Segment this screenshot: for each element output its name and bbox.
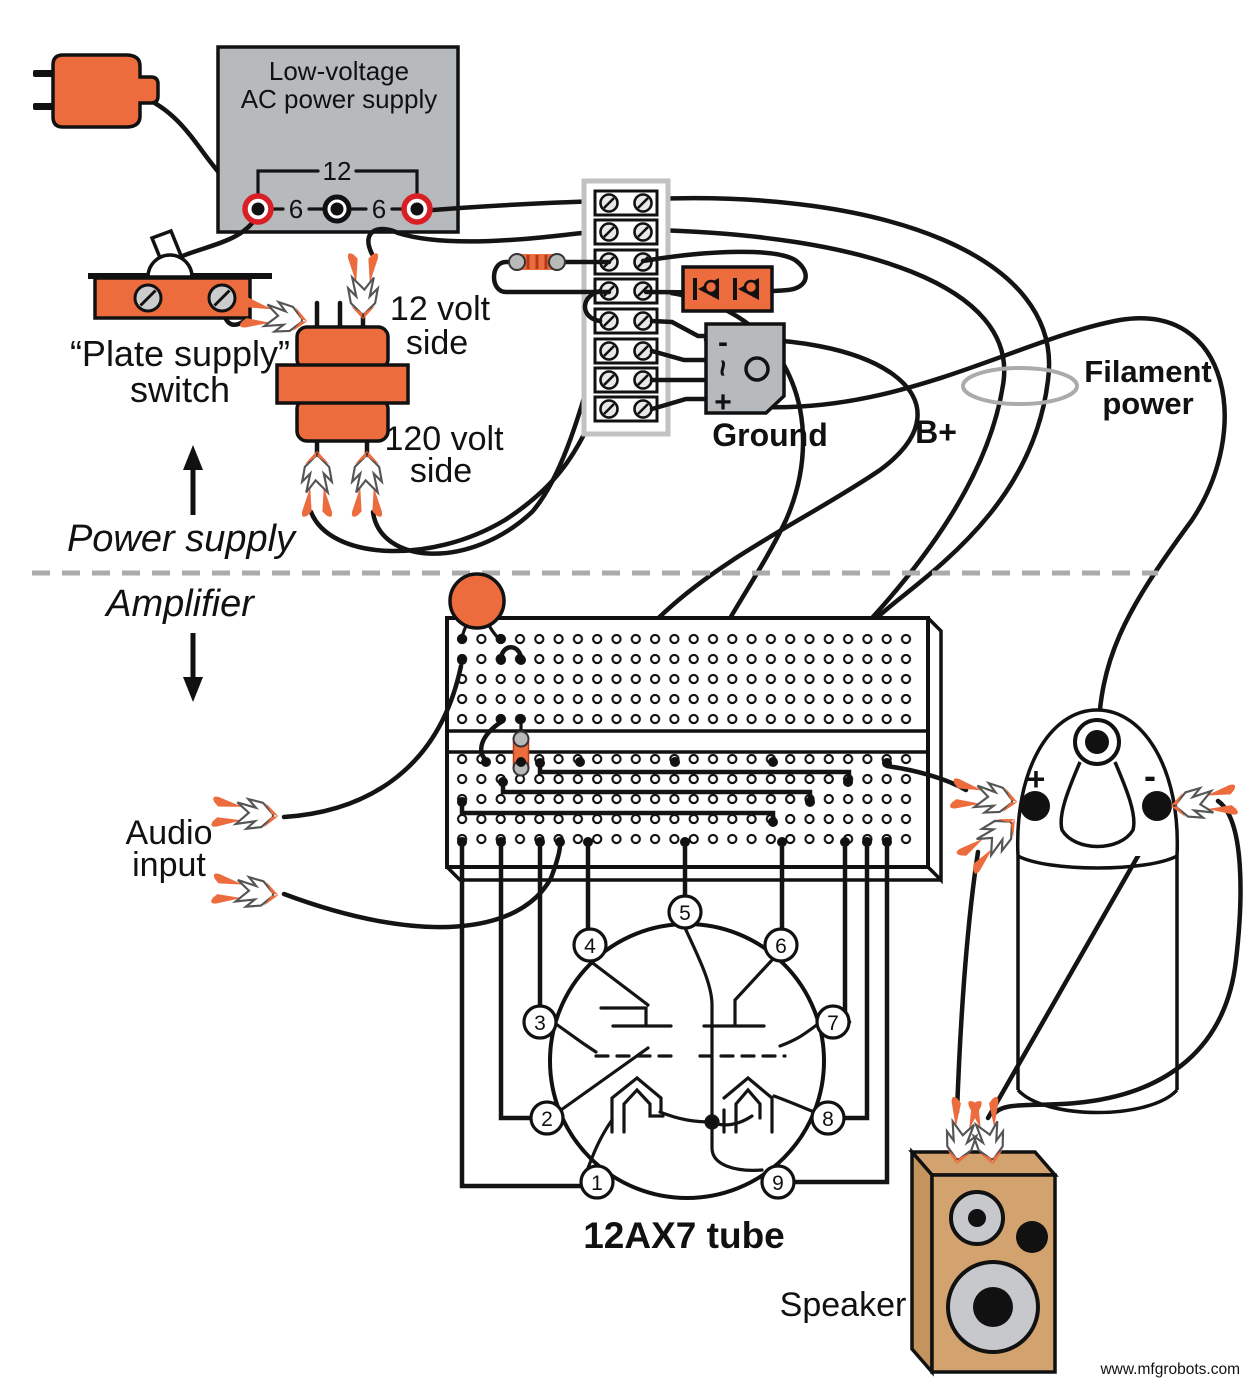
tube-12ax7: 1 2 3 4 5 6 7 8 9 12AX7 tube: [522, 894, 851, 1256]
terminal-block: [595, 220, 657, 244]
wire-audio-2: [281, 842, 563, 930]
speaker: [908, 1147, 1059, 1377]
switch-label-line1: “Plate supply”: [70, 333, 290, 374]
tube-pins: 1 2 3 4 5 6 7 8 9: [522, 894, 851, 1200]
alligator-clip-cap-plus-2: [954, 806, 1027, 876]
wire-b-plus: [707, 316, 1227, 743]
filament-label-line2: power: [1102, 386, 1193, 421]
switch-label-line2: switch: [130, 369, 230, 410]
terminal-block: [595, 368, 657, 392]
audio-input-label-line2: input: [132, 846, 206, 884]
side-12v-line2: side: [406, 324, 468, 362]
alligator-clip: [346, 252, 380, 321]
tube-internals: [554, 926, 820, 1172]
ac-plug: [33, 53, 160, 129]
switch-screw-left: [133, 283, 163, 313]
cap-minus-terminal: [1142, 791, 1172, 821]
alligator-clip: [350, 449, 384, 518]
svg-text:2: 2: [541, 1108, 553, 1131]
terminal-block: [595, 339, 657, 363]
watermark: www.mfgrobots.com: [1099, 1361, 1240, 1378]
mounting-hole: [744, 356, 770, 382]
wire-120v-a: [308, 410, 598, 554]
side-120v-line1: 120 volt: [384, 420, 504, 458]
svg-text:9: 9: [772, 1172, 784, 1195]
switch-screw-right: [207, 283, 237, 313]
svg-text:8: 8: [822, 1108, 834, 1131]
plate-supply-switch: [88, 228, 272, 320]
svg-text:3: 3: [534, 1012, 546, 1035]
svg-text:6: 6: [775, 935, 787, 958]
audio-input-label-line1: Audio: [126, 814, 213, 852]
alligator-clip: [300, 449, 334, 518]
rectifier-ac: ~: [706, 359, 739, 377]
tube-pin: 9: [760, 1164, 796, 1200]
tube-pin: 6: [763, 927, 799, 963]
svg-text:5: 5: [679, 902, 691, 925]
tube-pin: 1: [579, 1164, 615, 1200]
bracket-12-label: 12: [323, 156, 352, 186]
power-cord: [137, 93, 225, 179]
svg-text:1: 1: [591, 1172, 603, 1195]
bridge-rectifier: - ~ +: [704, 322, 786, 419]
amplifier-section-label: Amplifier: [104, 583, 255, 625]
cap-minus-label: -: [1144, 755, 1156, 796]
up-arrow: [183, 445, 203, 515]
cap-plus-label: +: [1027, 761, 1046, 797]
side-12v-line1: 12 volt: [390, 290, 491, 328]
jack-6-left-label: 6: [289, 194, 303, 224]
tube-pin: 8: [810, 1100, 846, 1136]
svg-text:7: 7: [827, 1012, 839, 1035]
wire-terminal-jumper: [582, 288, 603, 324]
filament-highlight-ellipse: [961, 366, 1079, 406]
tube-label: 12AX7 tube: [583, 1215, 785, 1256]
bracket-12v: [256, 169, 419, 200]
terminal-block: [595, 397, 657, 421]
wire-audio-1: [281, 663, 464, 820]
rectifier-minus: -: [718, 326, 728, 359]
alligator-clip-audio-1: [210, 795, 281, 833]
power-supply-section-label: Power supply: [67, 518, 297, 560]
diode-pack: [681, 265, 774, 313]
step-up-transformer: [275, 300, 410, 461]
side-120v-line2: side: [410, 452, 472, 490]
jack-6-right-label: 6: [372, 194, 386, 224]
psu-jacks: [242, 193, 433, 225]
down-arrow: [183, 633, 203, 702]
breadboard-holes-bottom: [452, 752, 916, 852]
rectifier-leads: [649, 318, 713, 412]
ground-label: Ground: [712, 417, 828, 453]
terminal-block: [595, 191, 657, 215]
tube-pin: 5: [667, 894, 703, 930]
breadboard-holes-top: [452, 629, 916, 729]
b-plus-label: B+: [915, 414, 957, 450]
diode-symbol: [703, 279, 719, 295]
fuse: [508, 253, 566, 271]
alligator-clip-audio-2: [209, 872, 281, 912]
speaker-label: Speaker: [780, 1286, 907, 1324]
tube-pin: 2: [529, 1100, 565, 1136]
psu-label-line1: Low-voltage: [269, 56, 409, 86]
tube-pin: 7: [815, 1004, 851, 1040]
wire-cap-to-speaker-left: [954, 849, 981, 1115]
filament-label-line1: Filament: [1084, 354, 1211, 389]
filter-capacitor: + -: [1015, 708, 1180, 1115]
diode-symbol: [743, 279, 759, 295]
cap-plus-terminal: [1020, 791, 1050, 821]
tube-pin: 4: [572, 927, 608, 963]
psu-label-line2: AC power supply: [241, 84, 438, 114]
port: [1016, 1221, 1048, 1253]
alligator-clip-cap-plus-1: [948, 776, 1021, 819]
wire-fuse-loop: [491, 259, 612, 295]
wire-jack-to-terminal1: [417, 198, 603, 214]
svg-text:4: 4: [584, 935, 596, 958]
wire-transformer-to-terminal2: [366, 226, 603, 257]
terminal-strip: [581, 178, 671, 437]
tube-pin: 3: [522, 1004, 558, 1040]
rectifier-plus: +: [714, 386, 732, 419]
terminal-block: [595, 309, 657, 333]
wire-120v-b: [370, 354, 599, 556]
